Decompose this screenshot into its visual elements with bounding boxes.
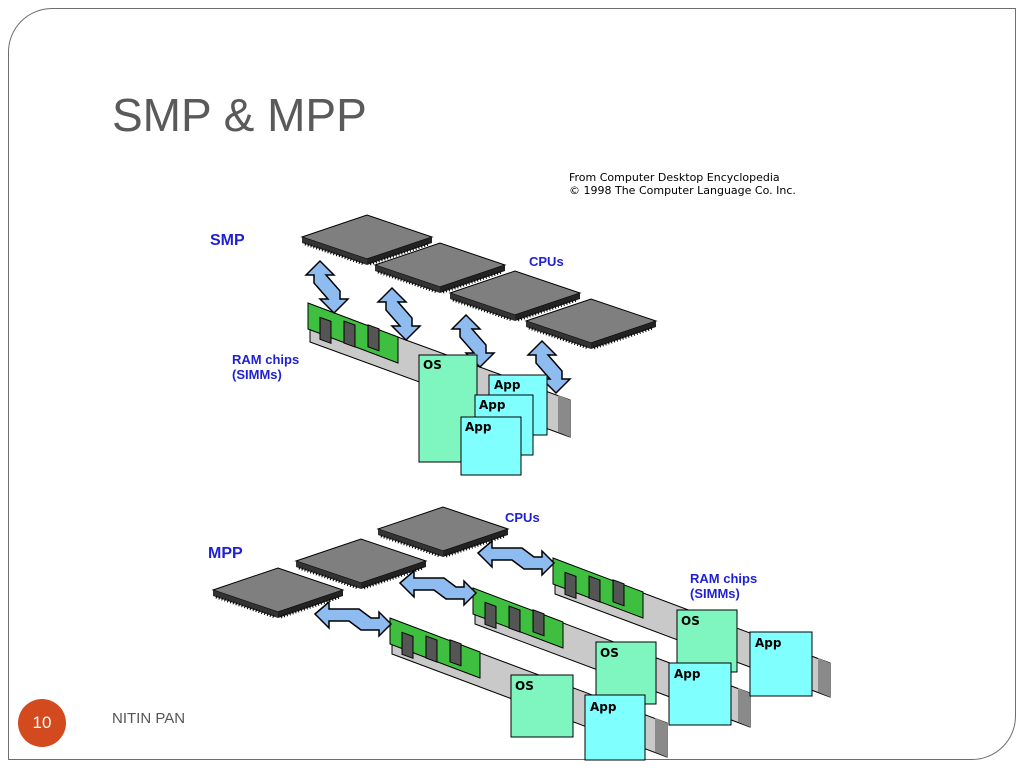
smp-mpp-diagram: SMP CPUs RAM chips (SIMMs) OS App App Ap… [208,213,831,761]
slide-title: SMP & MPP [112,89,367,141]
smp-app-label-1: App [494,378,521,392]
mpp-link-arrow-1 [477,540,555,576]
mpp-app-box-1 [749,631,813,697]
smp-ram-label-line2: (SIMMs) [232,367,282,382]
mpp-link-arrow-3 [314,601,392,637]
page-number: 10 [32,713,52,732]
mpp-cpus-label: CPUs [505,510,540,525]
page-number-badge: 10 [18,699,66,747]
mpp-os-box-1 [676,609,738,673]
mpp-os-label-3: OS [515,679,534,693]
smp-os-label: OS [423,358,442,372]
mpp-app-label-3: App [590,700,617,714]
source-credit: From Computer Desktop Encyclopedia © 199… [569,171,796,197]
mpp-os-box-2 [595,641,657,705]
mpp-ram-label-line1: RAM chips [690,571,757,586]
smp-app-box-3 [460,416,522,476]
mpp-app-label-1: App [755,636,782,650]
mpp-heading: MPP [208,545,243,562]
mpp-app-label-2: App [674,667,701,681]
mpp-os-label-2: OS [600,646,619,660]
smp-heading: SMP [210,232,245,249]
smp-app-label-3: App [465,420,492,434]
mpp-app-box-2 [668,662,732,726]
mpp-os-label-1: OS [681,614,700,628]
footer-author: NITIN PAN [112,710,186,727]
mpp-app-box-3 [584,694,646,761]
smp-app-label-2: App [479,398,506,412]
source-line-2: © 1998 The Computer Language Co. Inc. [569,184,796,197]
mpp-ram-label-line2: (SIMMs) [690,586,740,601]
mpp-link-arrow-2 [399,570,477,606]
mpp-os-box-3 [510,674,574,738]
smp-cpus-label: CPUs [529,254,564,269]
smp-ram-label-line1: RAM chips [232,352,299,367]
source-line-1: From Computer Desktop Encyclopedia [569,171,780,184]
